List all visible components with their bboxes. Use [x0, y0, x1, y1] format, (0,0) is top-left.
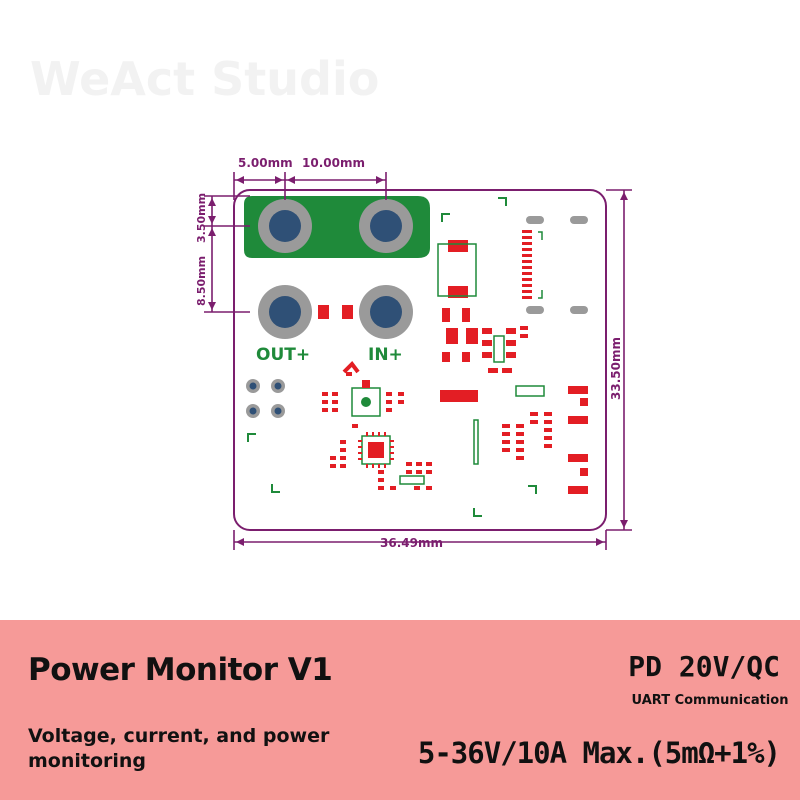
mid-right-components: [502, 412, 552, 460]
watermark-text: WeAct Studio: [30, 52, 380, 106]
spec-pd-qc: PD 20V/QC: [628, 650, 780, 683]
dimension-lines: [204, 172, 632, 550]
terminal-hole-out: [258, 285, 312, 339]
power-components: [440, 308, 528, 402]
terminal-hole-top-right: [359, 199, 413, 253]
shunt-pad-right: [342, 305, 353, 319]
dim-label-36-49mm: 36.49mm: [380, 536, 443, 550]
ic-outline-small: [493, 335, 505, 363]
right-edge-pads: [568, 386, 588, 494]
resistor-outline-vertical: [473, 419, 479, 465]
sensor-chip: [342, 360, 381, 417]
product-description: Voltage, current, and power monitoring: [28, 725, 330, 772]
spec-voltage-current: 5-36V/10A Max.(5mΩ+1%): [417, 736, 781, 770]
usb-c-connector: [522, 216, 588, 314]
board-outline: [233, 189, 607, 531]
dim-label-33-5mm: 33.50mm: [609, 337, 623, 400]
component-outline-right: [515, 385, 545, 397]
dim-label-10mm: 10.00mm: [302, 156, 365, 170]
terminal-hole-in: [359, 285, 413, 339]
dimension-arrows: [208, 176, 628, 546]
info-banner: [0, 620, 800, 800]
dim-label-5mm: 5.00mm: [238, 156, 293, 170]
mcu-chip: [358, 432, 394, 468]
terminal-hole-top-left: [258, 199, 312, 253]
silk-corner-marks: [247, 197, 537, 517]
dim-label-8-5mm: 8.50mm: [195, 256, 208, 306]
out-label: OUT+: [256, 345, 310, 365]
header-pins: [246, 379, 285, 418]
in-label: IN+: [368, 345, 403, 365]
dim-label-3-5mm: 3.50mm: [195, 193, 208, 243]
shunt-pad-left: [318, 305, 329, 319]
inductor-area: [437, 240, 477, 298]
product-title: Power Monitor V1: [28, 652, 333, 688]
spec-uart: UART Communication: [631, 693, 789, 708]
pcb-diagram: OUT+ IN+ 5.00mm 10.00mm 3.: [195, 156, 632, 550]
left-mcu-passives: [322, 372, 404, 468]
crystal-area: [378, 462, 432, 490]
